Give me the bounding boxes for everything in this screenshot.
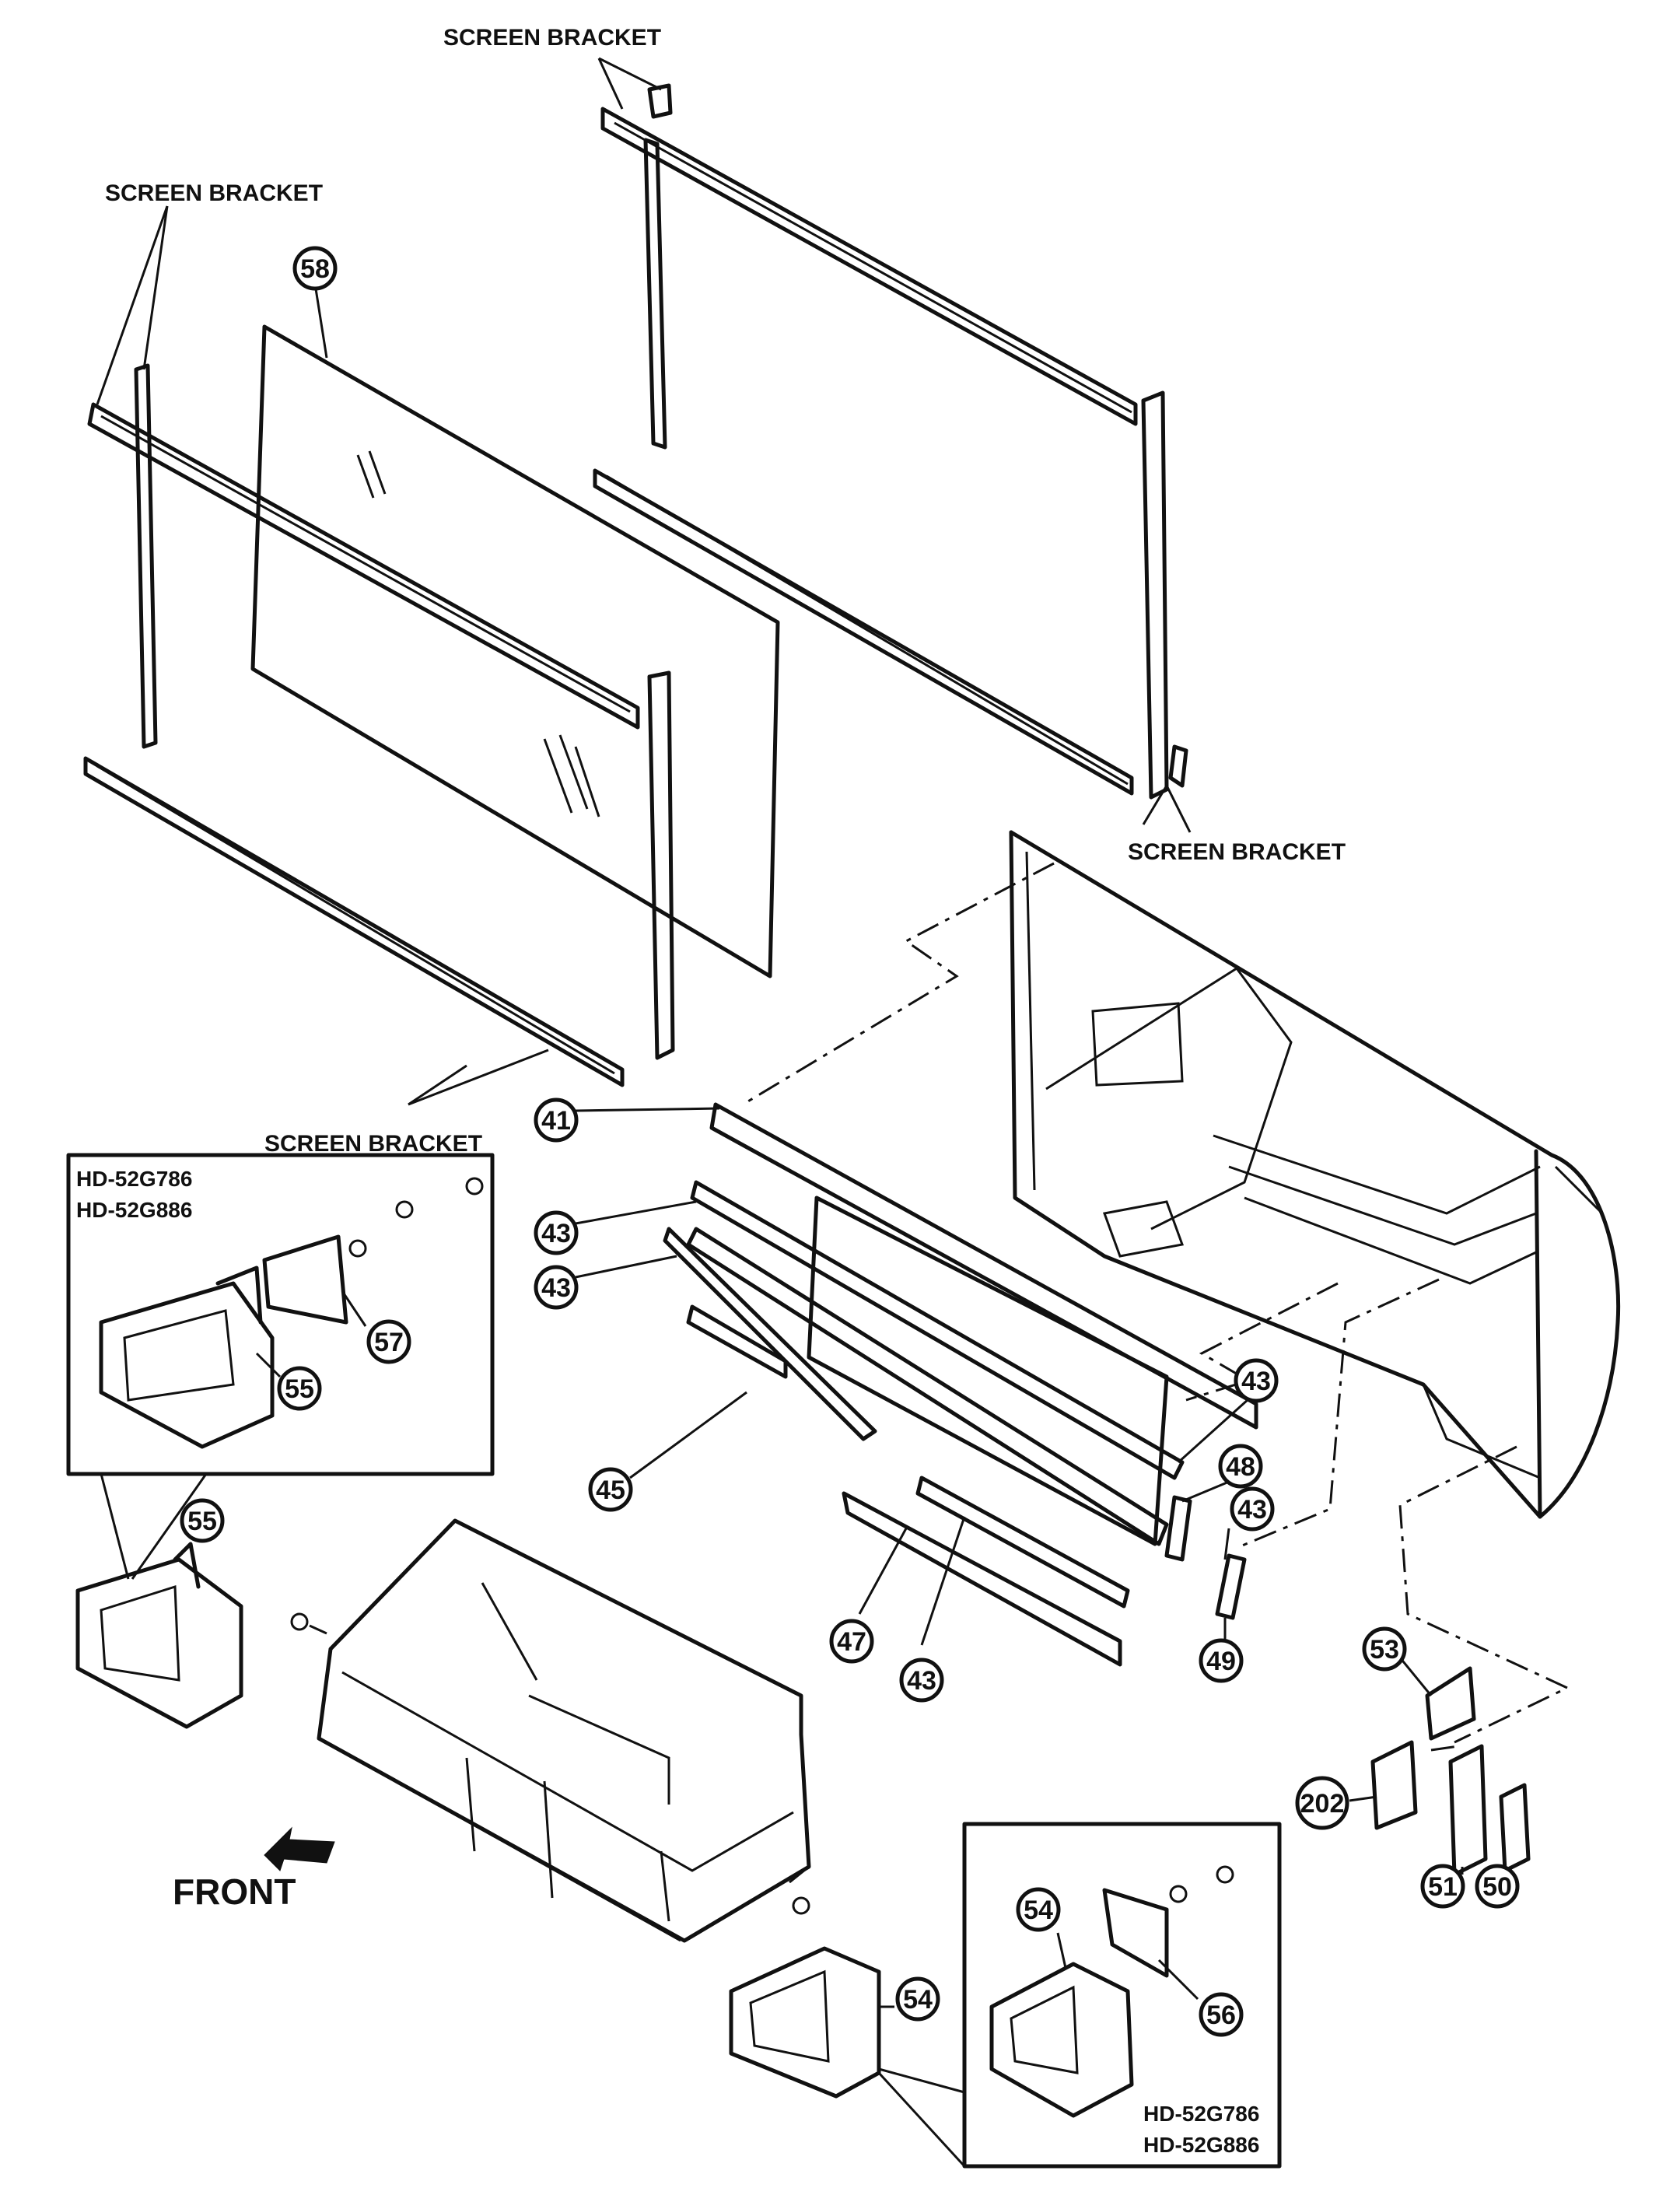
inset-right-holder <box>989 1865 1234 2118</box>
svg-text:202: 202 <box>1300 1789 1345 1819</box>
svg-text:49: 49 <box>1206 1647 1236 1676</box>
callout-51: 51 <box>1420 1864 1465 1909</box>
callout-43: 43 <box>1234 1358 1279 1403</box>
screw-icon <box>1169 1885 1188 1903</box>
holder-right <box>729 1946 881 2099</box>
callout-54: 54 <box>895 1976 940 2022</box>
svg-text:56: 56 <box>1206 2001 1236 2030</box>
svg-text:48: 48 <box>1226 1452 1255 1482</box>
inset-box-right <box>962 1822 1282 2169</box>
svg-text:47: 47 <box>837 1627 866 1657</box>
svg-text:55: 55 <box>285 1374 314 1404</box>
callout-55: 55 <box>277 1366 322 1411</box>
callout-50: 50 <box>1475 1864 1520 1909</box>
svg-text:57: 57 <box>374 1328 404 1357</box>
screw-icon <box>348 1239 367 1258</box>
base-chassis <box>317 1518 811 1943</box>
callout-43: 43 <box>1230 1486 1275 1532</box>
screw-icon <box>1216 1865 1234 1884</box>
inset-left-model-1: HD-52G786 <box>76 1167 192 1191</box>
callout-43: 43 <box>899 1658 944 1703</box>
callout-43: 43 <box>534 1210 579 1255</box>
terminal-brackets <box>1370 1666 1531 1877</box>
callout-57: 57 <box>366 1319 411 1364</box>
label-screen-bracket-bottom: SCREEN BRACKET <box>264 1131 482 1157</box>
callout-49: 49 <box>1199 1638 1244 1683</box>
nut-icon <box>792 1896 810 1915</box>
screen-panel <box>250 324 780 978</box>
callout-48: 48 <box>1218 1444 1263 1489</box>
svg-text:43: 43 <box>541 1273 571 1303</box>
svg-text:54: 54 <box>903 1985 933 2015</box>
callout-202: 202 <box>1295 1776 1349 1830</box>
screw-icon <box>395 1200 414 1219</box>
front-arrow-icon <box>264 1826 335 1871</box>
callout-53: 53 <box>1362 1626 1407 1672</box>
cabinet-housing <box>1009 830 1621 1519</box>
callout-55: 55 <box>180 1498 225 1543</box>
svg-text:50: 50 <box>1482 1872 1512 1902</box>
svg-text:53: 53 <box>1370 1635 1399 1665</box>
svg-text:51: 51 <box>1428 1872 1458 1902</box>
callout-45: 45 <box>588 1467 633 1512</box>
svg-text:43: 43 <box>907 1666 936 1696</box>
label-front: FRONT <box>173 1871 296 1912</box>
svg-text:45: 45 <box>596 1476 625 1505</box>
inset-right-model-1: HD-52G786 <box>1143 2102 1259 2126</box>
callout-43: 43 <box>534 1265 579 1310</box>
inset-left-model-2: HD-52G886 <box>76 1198 192 1222</box>
callout-54: 54 <box>1016 1887 1061 1932</box>
nut-icon <box>290 1612 309 1631</box>
svg-text:43: 43 <box>1237 1495 1267 1525</box>
inset-left-holder <box>99 1177 484 1449</box>
inset-right-model-2: HD-52G886 <box>1143 2133 1259 2157</box>
svg-text:43: 43 <box>541 1219 571 1248</box>
svg-text:54: 54 <box>1024 1896 1053 1925</box>
label-screen-bracket-left: SCREEN BRACKET <box>105 180 323 206</box>
callout-58: 58 <box>292 246 338 291</box>
callout-47: 47 <box>829 1619 874 1664</box>
holder-left <box>75 1542 243 1729</box>
callout-41: 41 <box>534 1097 579 1143</box>
screen-bracket-frame-top <box>593 83 1188 800</box>
inset-box-left <box>66 1153 495 1476</box>
screw-icon <box>465 1177 484 1196</box>
label-screen-bracket-right: SCREEN BRACKET <box>1128 839 1346 865</box>
label-screen-bracket-top: SCREEN BRACKET <box>443 25 661 51</box>
svg-text:55: 55 <box>187 1507 217 1536</box>
svg-text:43: 43 <box>1241 1367 1271 1396</box>
svg-text:58: 58 <box>300 254 330 284</box>
callout-56: 56 <box>1199 1992 1244 2037</box>
front-panel-assembly <box>663 1102 1258 1667</box>
screen-bracket-frame-left <box>83 363 675 1087</box>
svg-text:41: 41 <box>541 1106 571 1136</box>
